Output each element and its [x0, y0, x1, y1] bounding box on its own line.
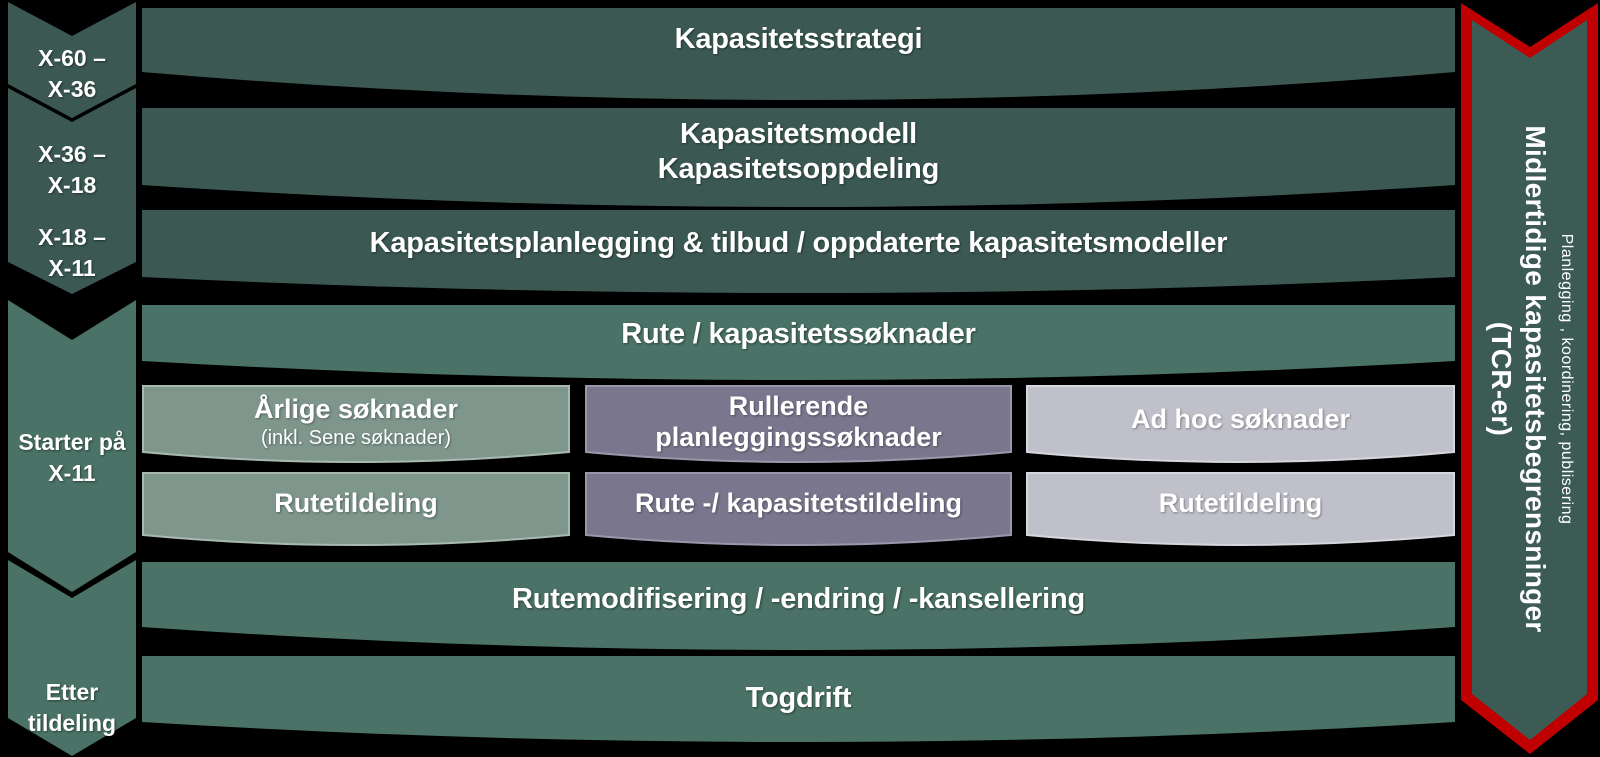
timeline-label-line2: X-36	[47, 76, 97, 102]
box-arlige-soknader: Årlige søknader (inkl. Sene søknader)	[142, 385, 570, 477]
band-title-line1: Kapasitetsmodell	[680, 117, 917, 150]
chevron-down-icon	[8, 560, 136, 756]
timeline-chevron-x60-x36: X-60 – X-36	[8, 2, 136, 118]
box-ad-hoc-soknader: Ad hoc søknader	[1026, 385, 1455, 477]
wave-box-shape	[1026, 472, 1455, 546]
box-title: Ad hoc søknader	[1130, 404, 1351, 435]
chevron-down-icon	[8, 2, 136, 118]
wave-box-shape	[1026, 385, 1455, 463]
box-title: Årlige søknader	[253, 393, 459, 424]
timeline-label-line2: X-18	[47, 172, 97, 198]
wave-box-shape	[142, 472, 570, 546]
timeline-label-line2: X-11	[48, 460, 96, 486]
box-title: Rutetildeling	[1158, 488, 1323, 519]
wave-band-shape	[142, 305, 1455, 380]
wave-band-shape	[142, 656, 1455, 742]
timeline-label-line1: X-60 –	[38, 44, 106, 71]
box-rutetildeling-adhoc: Rutetildeling	[1026, 472, 1455, 560]
tcr-subtitle: (TCR-er)	[1486, 321, 1517, 436]
band-title: Rute / kapasitetssøknader	[621, 318, 976, 351]
wave-band-shape	[142, 108, 1455, 207]
tcr-side-note: Planlegging , koordinering, publisering	[1557, 233, 1575, 524]
box-title: Rute -/ kapasitetstildeling	[634, 488, 963, 519]
band-togdrift: Togdrift	[142, 656, 1455, 746]
wave-band-shape	[142, 8, 1455, 100]
box-rullerende-soknader: Rullerende planleggingssøknader	[585, 385, 1012, 477]
timeline-label-line1: X-36 –	[38, 140, 106, 167]
tcr-rotated-text: Planlegging , koordinering, publisering …	[1484, 6, 1575, 751]
timeline-chevron-x18-x11: X-18 – X-11	[8, 184, 136, 294]
box-rute-kapasitetstildeling: Rute -/ kapasitetstildeling	[585, 472, 1012, 560]
down-arrow-ribbon-icon	[1461, 3, 1598, 754]
chevron-down-icon	[8, 184, 136, 294]
box-title: Rutetildeling	[274, 488, 438, 519]
timeline-label-line2: X-11	[48, 255, 96, 281]
wave-box-shape	[585, 385, 1012, 463]
band-kapasitetsstrategi: Kapasitetsstrategi	[142, 8, 1455, 108]
box-subtitle: (inkl. Sene søknader)	[260, 427, 452, 450]
box-title: Rullerende planleggingssøknader	[655, 390, 942, 452]
band-kapasitetsmodell: Kapasitetsmodell Kapasitetsoppdeling	[142, 108, 1455, 212]
band-title: Kapasitetsplanlegging & tilbud / oppdate…	[369, 226, 1228, 259]
wave-band-shape	[142, 210, 1455, 293]
timeline-label-line1: X-18 –	[38, 223, 106, 250]
box-rutetildeling-arlig: Rutetildeling	[142, 472, 570, 560]
tcr-title: Midlertidige kapasitetsbegrensninger	[1519, 124, 1551, 633]
timeline-label-line1: Starter på	[18, 428, 126, 455]
band-rute-kapasitetssoknader: Rute / kapasitetssøknader	[142, 305, 1455, 385]
band-kapasitetsplanlegging: Kapasitetsplanlegging & tilbud / oppdate…	[142, 210, 1455, 298]
timeline-chevron-x36-x18: X-36 – X-18	[8, 88, 136, 220]
timeline-chevron-etter-tildeling: Etter tildeling	[8, 560, 136, 756]
timeline-chevron-starter-x11: Starter på X-11	[8, 300, 136, 592]
wave-band-shape	[142, 562, 1455, 650]
band-title-line2: Kapasitetsoppdeling	[657, 153, 940, 185]
wave-box-shape	[585, 472, 1012, 546]
chevron-down-icon	[8, 88, 136, 220]
band-title: Togdrift	[745, 682, 852, 715]
band-rutemodifisering: Rutemodifisering / -endring / -kanseller…	[142, 562, 1455, 654]
band-title: Rutemodifisering / -endring / -kanseller…	[511, 583, 1086, 616]
chevron-down-icon	[8, 300, 136, 592]
timeline-label-line2: tildeling	[27, 710, 117, 736]
timeline-label-line1: Etter	[45, 678, 99, 705]
band-title: Kapasitetsstrategi	[674, 23, 923, 56]
tcr-arrow: Planlegging , koordinering, publisering …	[1459, 0, 1600, 757]
wave-box-shape	[142, 385, 570, 463]
